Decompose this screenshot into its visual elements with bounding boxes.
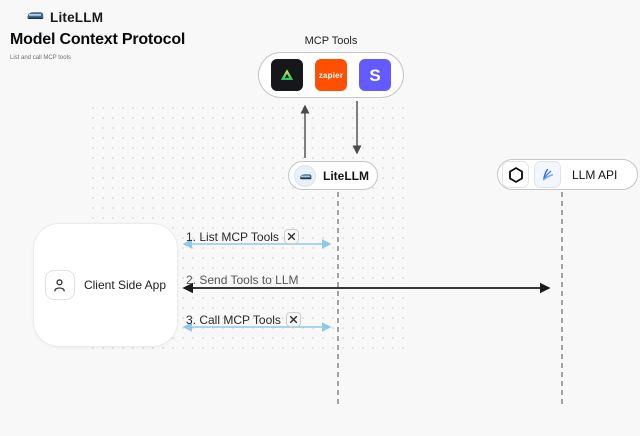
green-triangle-tool-icon bbox=[271, 59, 303, 91]
node-client-side-app: Client Side App bbox=[33, 223, 178, 347]
node-litellm: LiteLLM bbox=[288, 161, 378, 190]
stripe-icon: S bbox=[359, 59, 391, 91]
litellm-badge-icon bbox=[294, 164, 316, 187]
person-icon bbox=[44, 270, 75, 300]
mcp-tools-container: zapier S bbox=[258, 52, 404, 98]
node-llm-api: LLM API bbox=[497, 159, 638, 190]
message-3-text: 3. Call MCP Tools bbox=[186, 312, 281, 327]
node-client-label: Client Side App bbox=[83, 278, 167, 292]
brand-name: LiteLLM bbox=[50, 9, 104, 25]
crossed-tools-icon bbox=[285, 312, 301, 327]
brand-logo: LiteLLM bbox=[26, 8, 103, 26]
openai-icon bbox=[502, 161, 529, 188]
zapier-icon: zapier bbox=[315, 59, 347, 91]
mcp-tools-label: MCP Tools bbox=[304, 35, 358, 47]
page-subtitle: List and call MCP tools bbox=[10, 55, 71, 61]
message-1-list-mcp-tools: 1. List MCP Tools bbox=[186, 229, 299, 244]
node-litellm-label: LiteLLM bbox=[323, 168, 369, 183]
zapier-wordmark: zapier bbox=[318, 70, 344, 80]
page-title: Model Context Protocol bbox=[10, 31, 186, 48]
message-3-call-mcp-tools: 3. Call MCP Tools bbox=[186, 312, 301, 327]
message-1-text: 1. List MCP Tools bbox=[186, 229, 279, 244]
stripe-letter: S bbox=[369, 65, 381, 85]
node-llm-api-label: LLM API bbox=[572, 167, 618, 182]
crossed-tools-icon bbox=[283, 229, 299, 244]
message-2-send-tools-to-llm: 2. Send Tools to LLM bbox=[186, 273, 299, 287]
message-2-text: 2. Send Tools to LLM bbox=[186, 273, 299, 287]
litellm-train-icon bbox=[26, 8, 44, 26]
blue-model-icon bbox=[534, 161, 561, 188]
